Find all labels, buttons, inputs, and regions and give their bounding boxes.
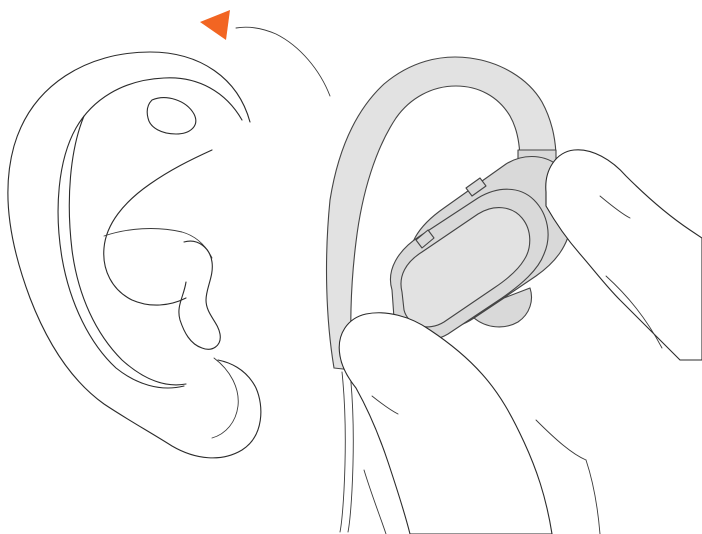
hand-outer-edge [536, 420, 586, 460]
finger-index [546, 150, 702, 360]
ear-antihelix [69, 116, 186, 385]
cable-strand-right [348, 372, 353, 532]
cable-strand-left [340, 372, 345, 532]
ear-upper-fold [147, 98, 196, 134]
earphone-cable [340, 372, 353, 532]
hand-fingers-right [546, 150, 702, 360]
motion-arrow-curve [236, 27, 330, 96]
hand-lower-palm [339, 313, 552, 534]
ear-outer-helix [8, 52, 261, 458]
ear-inner-rim [58, 78, 242, 388]
ear-lobe-inner [212, 358, 238, 438]
ear-concha [104, 150, 212, 305]
ear-tragus [179, 241, 220, 349]
hand-lower [339, 313, 600, 534]
arrow-head-icon [200, 10, 230, 40]
hand-lower-edge [364, 470, 386, 534]
ear-crus [104, 229, 212, 258]
hand-wrist-edge [586, 460, 600, 534]
motion-arrow [200, 10, 330, 96]
ear [8, 52, 261, 458]
